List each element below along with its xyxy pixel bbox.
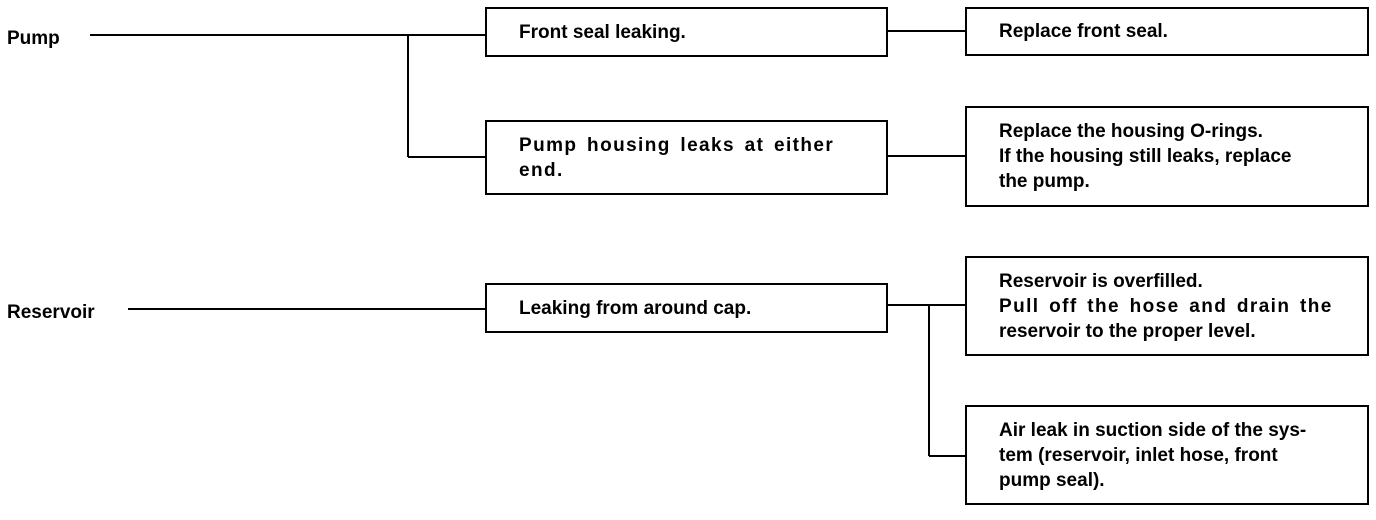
- cause-text-line-2: tem (reservoir, inlet hose, front: [999, 444, 1278, 466]
- cause-box-overfilled: Reservoir is overfilled. Pull off the ho…: [965, 256, 1369, 356]
- remedy-box-housing-o-rings: Replace the housing O-rings. If the hous…: [965, 106, 1369, 207]
- component-label-pump: Pump: [7, 28, 60, 49]
- component-label-reservoir: Reservoir: [7, 302, 95, 323]
- remedy-box-replace-front-seal: Replace front seal.: [965, 7, 1369, 56]
- cause-text-line-1: Reservoir is overfilled.: [999, 270, 1203, 292]
- cause-text-line-1: Air leak in suction side of the sys-: [999, 419, 1307, 441]
- remedy-text-line-1: Replace the housing O-rings.: [999, 121, 1263, 142]
- symptom-text-line-2: end.: [519, 159, 564, 181]
- cause-text-line-3: pump seal).: [999, 469, 1105, 491]
- symptom-box-leaking-cap: Leaking from around cap.: [485, 283, 888, 333]
- remedy-text-line-3: the pump.: [999, 171, 1090, 192]
- cause-text-line-3: reservoir to the proper level.: [999, 320, 1256, 342]
- symptom-text: Leaking from around cap.: [519, 297, 752, 319]
- cause-text-line-2: Pull off the hose and drain the: [999, 295, 1333, 317]
- symptom-box-front-seal: Front seal leaking.: [485, 7, 888, 57]
- cause-box-air-leak: Air leak in suction side of the sys- tem…: [965, 405, 1369, 505]
- symptom-text-line-1: Pump housing leaks at either: [519, 134, 835, 156]
- symptom-box-pump-housing: Pump housing leaks at either end.: [485, 120, 888, 195]
- symptom-text: Front seal leaking.: [519, 21, 686, 43]
- remedy-text: Replace front seal.: [999, 21, 1168, 42]
- remedy-text-line-2: If the housing still leaks, replace: [999, 146, 1292, 167]
